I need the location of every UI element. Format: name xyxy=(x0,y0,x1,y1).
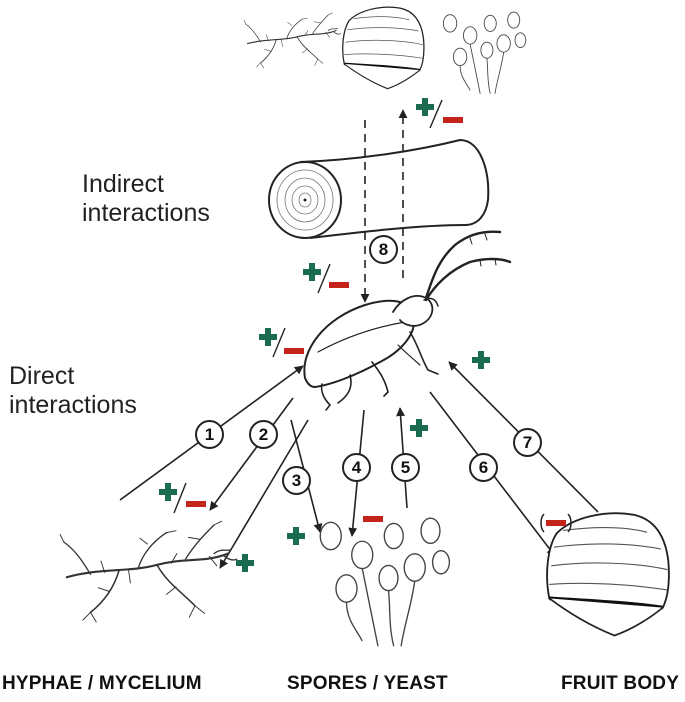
pathway-number-1: 1 xyxy=(195,420,224,449)
fruit-body-label: FRUIT BODY xyxy=(561,673,680,694)
effect-5 xyxy=(410,419,428,437)
indirect-label-line1: Indirect xyxy=(82,170,164,198)
fruit-body-icon-top xyxy=(341,5,426,90)
effect-3-spores xyxy=(287,527,305,545)
spores-label: SPORES / YEAST xyxy=(287,673,448,694)
spores-icon-top xyxy=(442,11,527,95)
effect-8-top xyxy=(416,98,463,129)
pathway-number-4: 4 xyxy=(342,453,371,482)
spores-icon xyxy=(319,517,451,647)
arrow-3-hyphae xyxy=(219,419,309,569)
effect-4 xyxy=(363,516,383,522)
pathway-number-6: 6 xyxy=(469,453,498,482)
direct-label: Direct interactions xyxy=(9,362,137,420)
effect-8-bottom xyxy=(303,263,349,294)
effect-6 xyxy=(540,513,572,533)
beetle-icon xyxy=(303,230,512,411)
log-icon xyxy=(268,138,490,239)
direct-label-line1: Direct xyxy=(9,362,75,390)
fruit-body-icon xyxy=(545,511,671,638)
effect-2 xyxy=(159,482,206,514)
pathway-number-2: 2 xyxy=(249,420,278,449)
indirect-label-line2: interactions xyxy=(82,199,210,227)
effect-3-hyphae xyxy=(236,554,254,572)
hyphae-label: HYPHAE / MYCELIUM xyxy=(2,673,202,694)
indirect-label: Indirect interactions xyxy=(82,170,210,228)
direct-label-line2: interactions xyxy=(9,391,137,419)
hyphae-icon xyxy=(59,520,238,623)
effect-7 xyxy=(472,351,490,369)
arrow-2 xyxy=(209,397,294,511)
pathway-number-5: 5 xyxy=(391,453,420,482)
hyphae-icon-top xyxy=(243,12,342,69)
effect-1 xyxy=(259,327,304,358)
pathway-number-7: 7 xyxy=(513,428,542,457)
pathway-number-3: 3 xyxy=(282,466,311,495)
pathway-number-8: 8 xyxy=(369,235,398,264)
